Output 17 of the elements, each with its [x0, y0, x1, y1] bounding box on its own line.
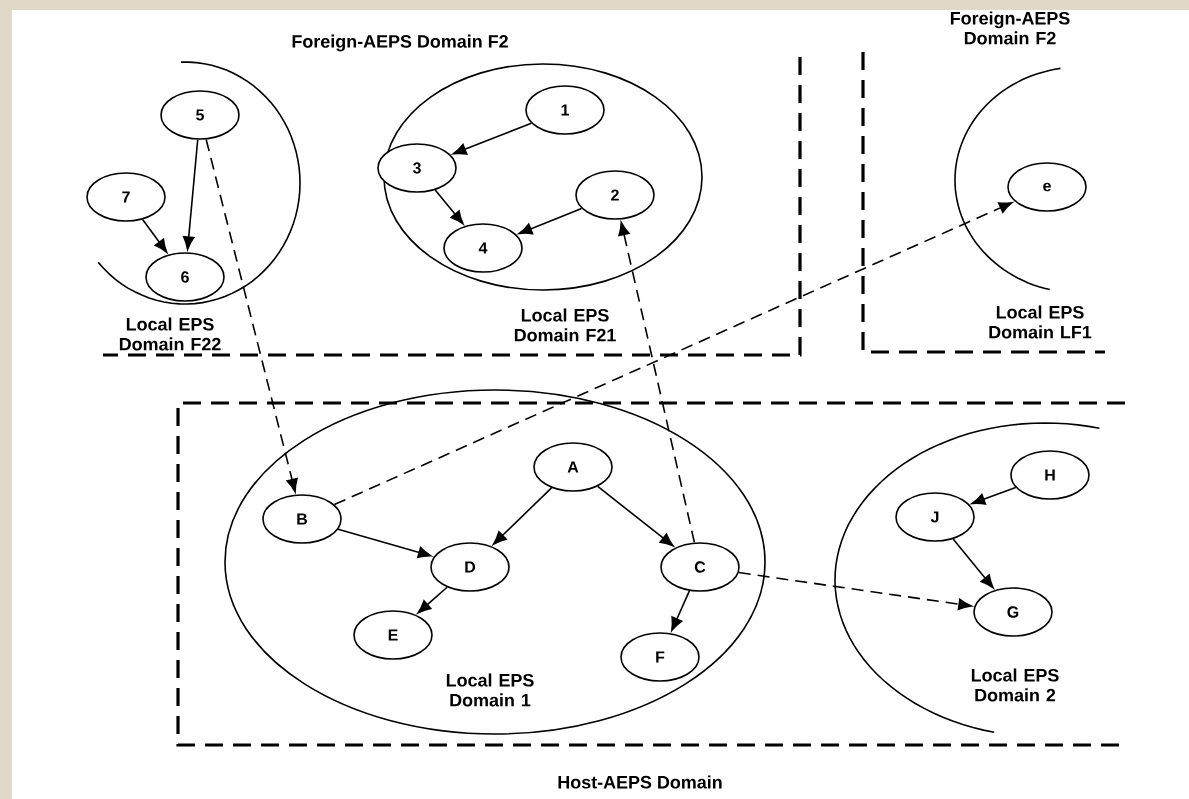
arrow: [952, 538, 994, 589]
dashed-arrow: [205, 138, 298, 493]
dashed-arrow: [333, 201, 1013, 506]
arrow: [492, 487, 553, 545]
arrow: [417, 586, 448, 614]
dashed-arrow: [618, 221, 696, 544]
arrow: [141, 218, 168, 253]
arrow: [518, 207, 583, 235]
arrow: [671, 590, 691, 632]
arrow: [337, 528, 432, 559]
arrow: [182, 138, 199, 250]
arrow: [434, 189, 464, 225]
arrow: [596, 485, 674, 547]
arrow: [971, 486, 1017, 505]
node-label: Local EPS Domain F21: [514, 308, 616, 342]
dashed-arrow: [738, 571, 972, 611]
arrow: [452, 122, 533, 155]
